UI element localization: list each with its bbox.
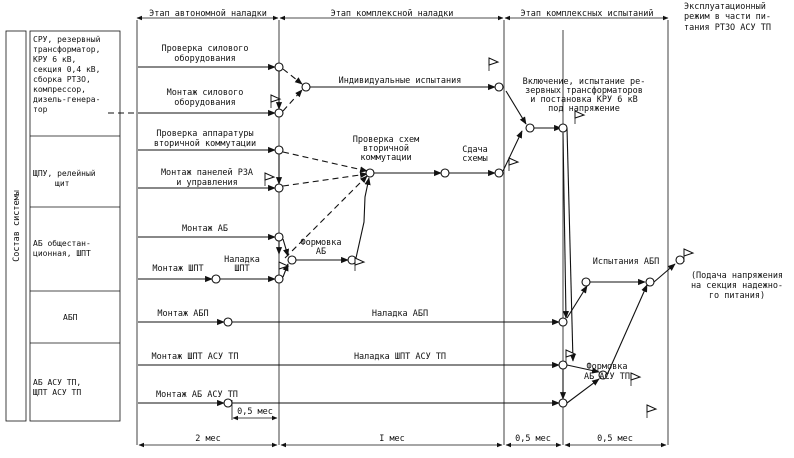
group-5-label: АБ АСУ ТП, ЩПТ АСУ ТП [33, 378, 81, 397]
group-1-label: СРУ, резервный трансформатор, КРУ 6 кВ, … [33, 35, 101, 114]
task-mount-rza-panels: Монтаж панелей РЗА [161, 168, 253, 178]
svg-text:АБ: АБ [316, 247, 326, 257]
svg-text:вторичной коммутации: вторичной коммутации [154, 139, 256, 149]
task-ups-tests: Испытания АБП [593, 257, 660, 267]
flag-icon [508, 157, 520, 171]
task-adjust-ups: Наладка АБП [372, 309, 428, 319]
stage-complex-tests: Этап комплексных испытаний [520, 9, 653, 19]
event-nodes [211, 62, 685, 408]
milestone-flags [264, 57, 695, 418]
stage-autonomous: Этап автономной наладки [149, 9, 267, 19]
flag-icon [565, 349, 577, 363]
task-mount-power-equipment: Монтаж силового [167, 88, 244, 98]
svg-text:тор: тор [33, 105, 48, 114]
stage-operation-l3: тания РТЗО АСУ ТП [684, 23, 771, 33]
svg-text:и управления: и управления [176, 178, 237, 188]
svg-text:под напряжение: под напряжение [548, 104, 620, 114]
duration-half-month-a: 0,5 мес [515, 434, 551, 444]
task-mount-apcs-battery: Монтаж АБ АСУ ТП [156, 390, 238, 400]
duration-half-month-b: 0,5 мес [597, 434, 633, 444]
group-3-label: АБ общестан- ционная, ШПТ [33, 238, 91, 258]
flag-icon [630, 372, 642, 386]
svg-text:АБ АСУ ТП: АБ АСУ ТП [584, 372, 630, 382]
svg-text:зервных трансформаторов: зервных трансформаторов [525, 86, 643, 96]
svg-text:схемы: схемы [462, 154, 488, 164]
svg-text:ЩПТ АСУ ТП: ЩПТ АСУ ТП [33, 388, 81, 397]
task-reserve-transformers: Включение, испытание ре- [523, 77, 646, 87]
svg-text:ционная, ШПТ: ционная, ШПТ [33, 249, 91, 258]
task-adjust-apcs-dc-board: Наладка ШПТ АСУ ТП [354, 352, 446, 362]
flag-icon [270, 94, 282, 108]
flag-icon [278, 261, 290, 275]
stage-operation-l1: Эксплуатационный [684, 2, 766, 12]
task-mount-battery: Монтаж АБ [182, 224, 228, 234]
group-column [29, 30, 121, 422]
flag-icon [264, 172, 276, 186]
task-circuit-handover: Сдача [462, 145, 488, 155]
duration-2-months: 2 мес [195, 434, 221, 444]
stage-operation-l2: режим в части пи- [684, 12, 771, 22]
composition-table: Состав системы [5, 30, 121, 422]
svg-text:на секция надежно-: на секция надежно- [691, 281, 783, 291]
task-battery-formation: Формовка [301, 238, 342, 248]
svg-text:секция 0,4 кВ,: секция 0,4 кВ, [33, 65, 100, 74]
network-arcs [108, 63, 676, 407]
task-mount-dc-board: Монтаж ШПТ [152, 264, 203, 274]
task-check-power-equipment: Проверка силового [162, 44, 249, 54]
flag-icon [646, 404, 658, 418]
composition-label: Состав системы [12, 190, 22, 262]
flag-icon [574, 110, 586, 124]
svg-text:щит: щит [55, 179, 70, 188]
flag-icon [354, 257, 366, 271]
duration-half-month-small: 0,5 мес [237, 407, 273, 417]
stage-complex-adjustment: Этап комплексной наладки [331, 9, 454, 19]
svg-text:СРУ, резервный: СРУ, резервный [33, 35, 101, 44]
duration-1-month: I мес [379, 434, 405, 444]
task-mount-apcs-dc-board: Монтаж ШПТ АСУ ТП [152, 352, 239, 362]
group-4-label: АБП [63, 313, 78, 322]
task-check-secondary-circuits: Проверка схем [353, 135, 420, 145]
svg-text:ШПТ: ШПТ [234, 264, 249, 274]
task-voltage-supply-note: (Подача напряжения [691, 271, 783, 281]
svg-text:вторичной: вторичной [363, 144, 409, 154]
duration-axis: 2 мес I мес 0,5 мес 0,5 мес 0,5 мес [138, 407, 667, 448]
task-apcs-battery-formation: Формовка [587, 362, 628, 372]
flag-icon [683, 248, 695, 262]
svg-text:сборка РТЗО,: сборка РТЗО, [33, 74, 91, 84]
svg-text:коммутации: коммутации [360, 153, 411, 163]
task-labels: Проверка силового оборудования Монтаж си… [152, 44, 784, 400]
flag-icon [488, 57, 500, 71]
svg-text:АБ общестан-: АБ общестан- [33, 238, 91, 248]
svg-text:КРУ 6 кВ,: КРУ 6 кВ, [33, 55, 76, 64]
svg-text:и постановка КРУ 6 кВ: и постановка КРУ 6 кВ [530, 95, 637, 105]
stage-header: Этап автономной наладки Этап комплексной… [136, 2, 771, 33]
svg-text:АБ АСУ ТП,: АБ АСУ ТП, [33, 378, 81, 387]
svg-text:АБП: АБП [63, 313, 78, 322]
composition-label-cell [5, 30, 27, 422]
svg-text:оборудования: оборудования [174, 97, 235, 108]
svg-text:дизель-генера-: дизель-генера- [33, 95, 100, 104]
task-mount-ups: Монтаж АБП [157, 309, 208, 319]
task-individual-tests: Индивидуальные испытания [339, 76, 462, 86]
svg-text:го питания): го питания) [709, 291, 765, 301]
svg-text:оборудования: оборудования [174, 53, 235, 64]
task-check-secondary-apparatus: Проверка аппаратуры [156, 129, 253, 139]
svg-text:ЩПУ, релейный: ЩПУ, релейный [33, 169, 96, 178]
group-2-label: ЩПУ, релейный щит [33, 169, 96, 188]
svg-text:компрессор,: компрессор, [33, 85, 86, 94]
svg-text:трансформатор,: трансформатор, [33, 45, 100, 54]
task-adjust-dc-board: Наладка [224, 255, 260, 265]
